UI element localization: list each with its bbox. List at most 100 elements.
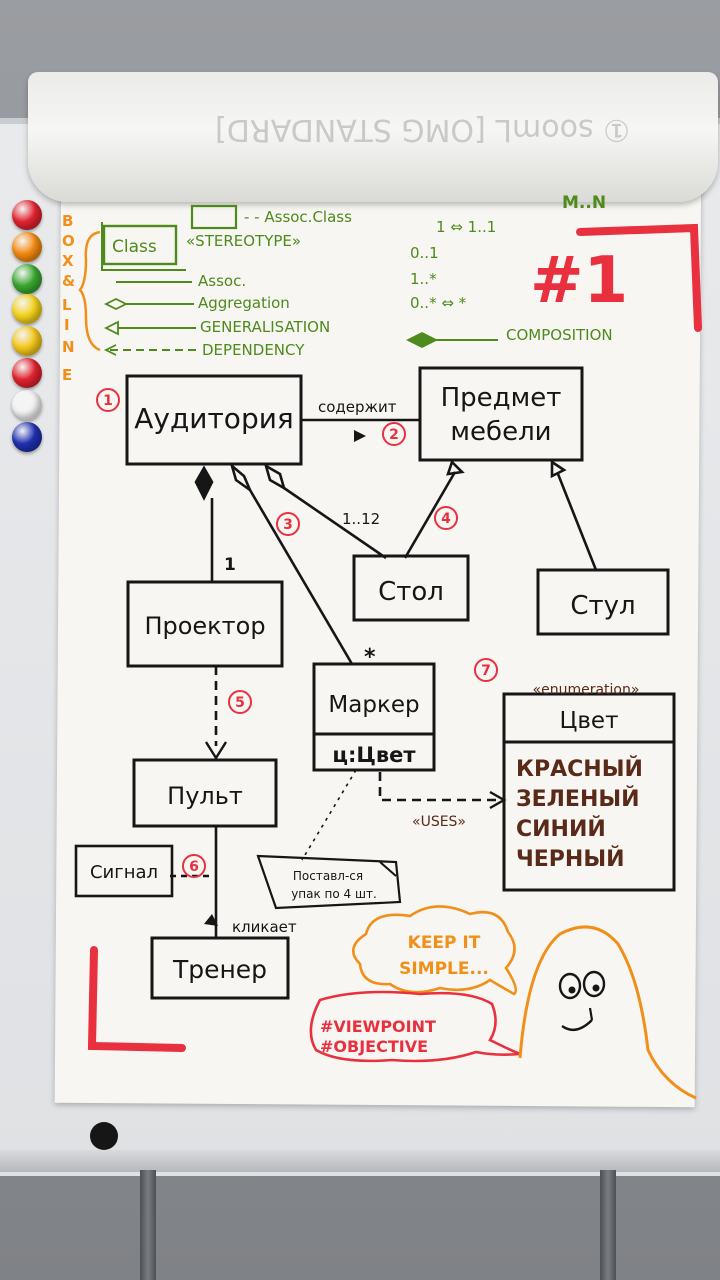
legend-generalisation-label: GENERALISATION [200, 318, 330, 336]
class-signal-box [74, 844, 174, 898]
class-boxes [74, 366, 676, 1000]
class-predmet-name-line1: Предмет [441, 383, 562, 413]
class-trener-name: Тренер [172, 955, 267, 984]
class-signal-name: Сигнал [90, 862, 158, 883]
aggregation-marker [248, 489, 354, 665]
keep-it-simple-bubble [352, 905, 518, 996]
class-stol-box [352, 554, 470, 622]
class-predmet-name-line2: мебели [450, 417, 551, 447]
legend-class-box [102, 224, 178, 266]
label-mult-star: * [364, 645, 376, 670]
legend-composition-diamond [405, 331, 439, 349]
connection-labels: содержит 1..12 1 * «USES» кликает [224, 398, 466, 936]
mascot-pupil-left [568, 986, 576, 994]
legend-side-letter: L [62, 296, 72, 314]
class-color-stereotype: «enumeration» [533, 682, 640, 698]
legend-aggregation-label: Aggregation [198, 294, 290, 312]
magnet [12, 358, 42, 388]
legend-mult-1: 1 ⇔ 1..1 [436, 218, 496, 236]
step-marker-6: 6 [189, 859, 199, 875]
color-value-green: ЗЕЛЕНЫЙ [516, 786, 640, 812]
viewpoint-line2: #OBJECTIVE [320, 1037, 428, 1056]
legend-side-letter: B [62, 212, 73, 230]
legend-mult-01: 0..1 [410, 244, 439, 262]
step-marker-circle [182, 854, 206, 878]
magnet [12, 294, 42, 324]
color-value-blue: СИНИЙ [516, 816, 606, 842]
class-color-name: Цвет [560, 708, 619, 734]
mascot-pupil-right [592, 984, 600, 992]
mascot-body [518, 925, 697, 1100]
step-marker-numbers: 1 2 3 4 5 6 7 [103, 393, 491, 875]
corner-top-right [576, 223, 702, 332]
legend: B O X & L I N E - - Assoc.Class Class «S… [62, 193, 613, 384]
aggregation-diamond-marker [229, 462, 254, 494]
legend-mult-1n: 1..* [410, 270, 437, 288]
magnet [12, 326, 42, 356]
magnet [12, 264, 42, 294]
step-marker-circle [96, 388, 120, 412]
mascot-smile [561, 1019, 593, 1032]
color-value-black: ЧЕРНЫЙ [516, 846, 625, 872]
step-marker-2: 2 [389, 427, 399, 443]
legend-side-letter: X [62, 252, 74, 270]
color-value-red: КРАСНЫЙ [516, 756, 643, 782]
class-marker-box [312, 662, 436, 772]
legend-mult-mn: M..N [562, 193, 606, 213]
class-trener-box [150, 936, 290, 1000]
legend-aggregation-diamond [103, 297, 129, 311]
generalisation-stol [403, 471, 457, 559]
label-mult-1: 1 [224, 555, 236, 575]
legend-mult-0n: 0..* ⇔ * [410, 294, 467, 312]
class-stul-name: Стул [570, 591, 635, 621]
aggregation-stol [283, 486, 387, 560]
class-marker-name: Маркер [328, 692, 419, 718]
magnet [12, 200, 42, 230]
legend-generalisation-triangle [103, 320, 119, 336]
mascot-eye-right [582, 970, 606, 998]
class-names: Аудитория Предмет мебели Стол Стул Проек… [90, 383, 643, 984]
board-rail [0, 1150, 720, 1172]
label-mult-1-12: 1..12 [342, 510, 380, 528]
dependency-arrowhead [204, 741, 228, 761]
note-box [256, 854, 402, 910]
legend-composition-label: COMPOSITION [506, 326, 613, 344]
easel-leg-right [600, 1170, 616, 1280]
legend-assoc-label: Assoc. [198, 272, 246, 290]
class-proektor-name: Проектор [144, 612, 265, 640]
direction-arrow-contains [354, 430, 366, 442]
viewpoint-line1: #VIEWPOINT [320, 1017, 436, 1036]
mascot-nose [588, 1007, 594, 1021]
legend-assoc-class-box [190, 204, 238, 230]
uses-marker-color [378, 772, 500, 802]
composition-diamond [194, 465, 214, 501]
legend-brace [78, 230, 101, 352]
roll-faint-text: ① soomL [OMG STANDARD] [215, 112, 630, 147]
class-predmet-box [418, 366, 584, 462]
step-marker-5: 5 [235, 695, 245, 711]
class-proektor-box [126, 580, 284, 668]
easel-leg-left [140, 1170, 156, 1280]
note-text-line2: упак по 4 шт. [291, 887, 377, 901]
step-marker-circle [474, 658, 498, 682]
step-markers [96, 388, 498, 878]
paper-roll [28, 72, 718, 202]
legend-side-letter: E [62, 366, 72, 384]
note-link [301, 769, 357, 861]
legend-side-letter: N [62, 338, 75, 356]
class-pult-name: Пульт [167, 782, 243, 810]
step-marker-3: 3 [283, 517, 293, 533]
legend-dependency-label: DEPENDENCY [202, 341, 305, 359]
magnet [12, 232, 42, 262]
step-marker-circle [434, 506, 458, 530]
note-text-line1: Поставл-ся [293, 869, 363, 883]
corner-bottom-left [87, 946, 186, 1052]
label-clicks: кликает [232, 918, 297, 936]
legend-class-label: Class [112, 237, 157, 257]
legend-stereotype-label: «STEREOTYPE» [186, 232, 301, 250]
label-contains: содержит [318, 398, 397, 416]
legend-dependency-arrowhead [103, 344, 117, 356]
step-marker-7: 7 [481, 663, 491, 679]
step-marker-4: 4 [441, 511, 451, 527]
